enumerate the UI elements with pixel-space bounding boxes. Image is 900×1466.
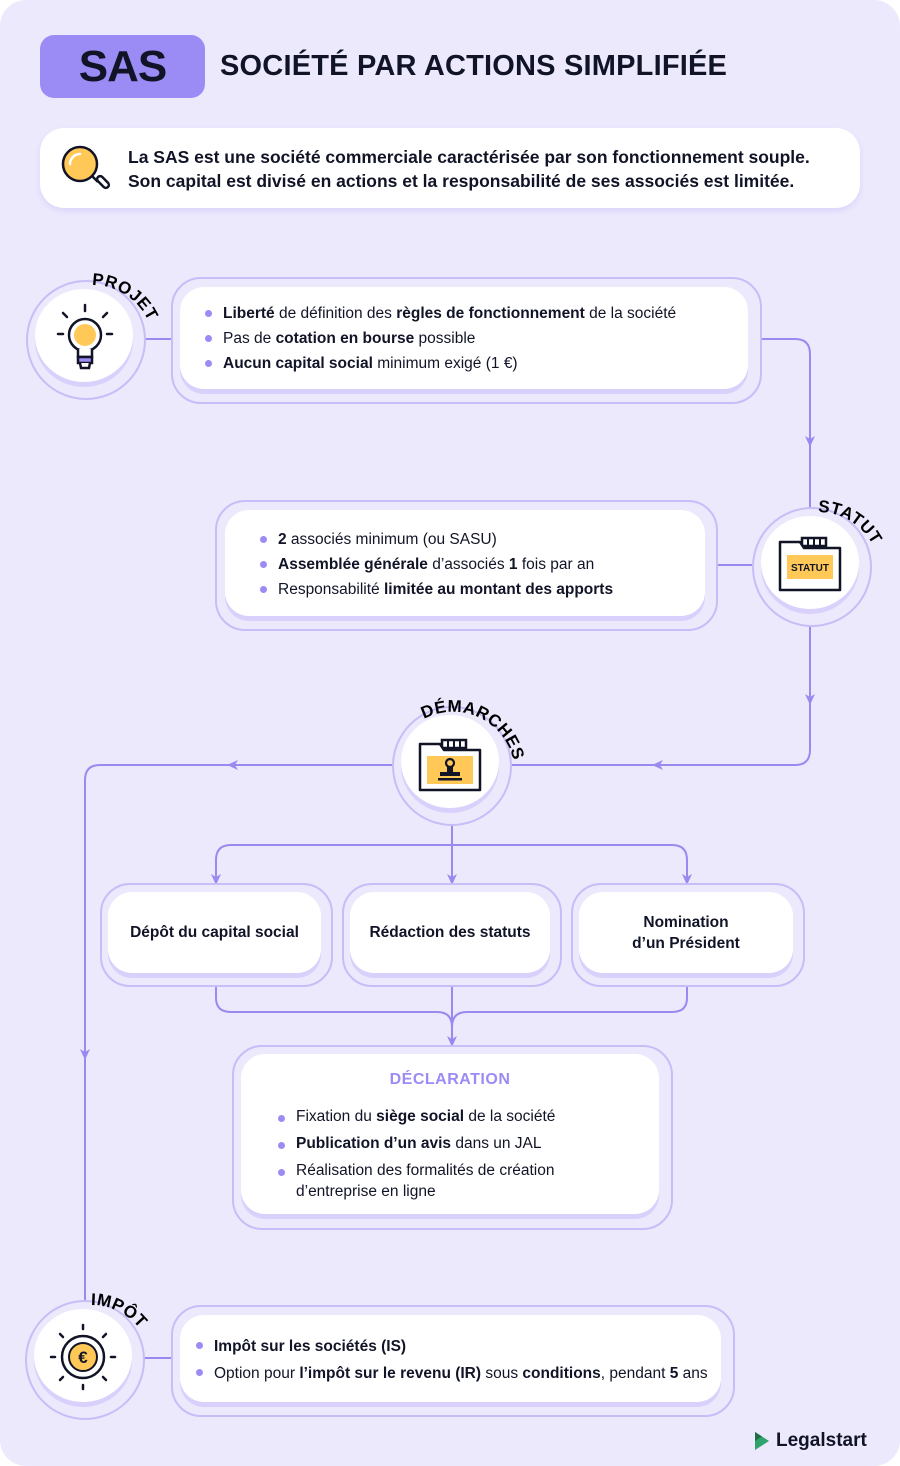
svg-text:€: € — [78, 1348, 88, 1367]
bold-segment: cotation en bourse — [275, 330, 415, 347]
bold-segment: l’impôt sur le revenu (IR) — [299, 1365, 482, 1382]
impot-label: IMPÔT — [91, 1290, 151, 1332]
bold-segment: limitée au montant des apports — [383, 581, 614, 598]
demarches-label-text: DÉMARCHES — [418, 697, 528, 762]
text-segment: minimum exigé (1 €) — [372, 355, 518, 372]
connector-left-to-impot — [80, 764, 232, 1060]
bold-segment: règles de fonctionnement — [396, 305, 585, 322]
list-item: Responsabilité limitée au montant des ap… — [258, 577, 613, 602]
text-segment: de la société — [464, 1108, 556, 1125]
intro-line-2: Son capital est divisé en actions et la … — [128, 171, 795, 191]
text-segment: Réalisation des formalités de création d… — [296, 1162, 555, 1200]
text-segment: de la société — [584, 305, 677, 322]
text-segment: Responsabilité — [278, 581, 384, 598]
text-segment: fois par an — [517, 556, 595, 573]
list-item: Option pour l’impôt sur le revenu (IR) s… — [194, 1360, 708, 1387]
intro-card — [40, 128, 860, 208]
declaration-box-inner — [241, 1054, 659, 1214]
lightbulb-icon — [56, 303, 114, 370]
connector-demarches-entry — [652, 700, 811, 770]
list-item: Impôt sur les sociétés (IS) — [194, 1333, 708, 1360]
bold-segment: 5 — [669, 1365, 679, 1382]
step-depot-label: Dépôt du capital social — [108, 892, 321, 973]
bold-segment: Aucun capital social — [223, 355, 373, 372]
bold-segment: Liberté — [223, 305, 275, 322]
list-item: Pas de cotation en bourse possible — [203, 326, 676, 351]
magnifier-icon — [61, 145, 111, 190]
list-item: Assemblée générale d’associés 1 fois par… — [258, 552, 613, 577]
text-segment: Option pour — [214, 1365, 300, 1382]
text-segment: d’associés — [427, 556, 509, 573]
projet-list: Liberté de définition des règles de fonc… — [203, 301, 676, 376]
list-item: 2 associés minimum (ou SASU) — [258, 527, 613, 552]
bold-segment: conditions — [522, 1365, 601, 1382]
step-redaction-label: Rédaction des statuts — [350, 892, 550, 973]
text-segment: Fixation du — [296, 1108, 377, 1125]
bold-segment: Publication d’un avis — [296, 1135, 452, 1152]
projet-box-inner — [180, 287, 748, 389]
intro-text: La SAS est une société commerciale carac… — [128, 145, 810, 193]
connector-nomination-to-declaration — [451, 985, 688, 1028]
connector-to-depot — [211, 844, 452, 885]
statut-box-inner — [225, 510, 705, 616]
connector-to-nomination — [452, 844, 692, 885]
stamp-folder-icon — [418, 738, 482, 792]
svg-text:PROJET: PROJET — [92, 270, 160, 324]
impot-list: Impôt sur les sociétés (IS) Option pour l… — [194, 1333, 708, 1387]
step-nomination-label: Nomination d’un Président — [579, 892, 793, 973]
demarches-label: DÉMARCHES — [418, 697, 528, 762]
svg-text:IMPÔT: IMPÔT — [91, 1290, 151, 1332]
statut-folder-icon: STATUT — [778, 536, 842, 592]
text-segment: Pas de — [223, 330, 276, 347]
legalstart-brand[interactable]: Legalstart — [752, 1430, 867, 1452]
bold-segment: 2 — [278, 531, 287, 548]
svg-text:DÉMARCHES: DÉMARCHES — [418, 697, 528, 762]
sas-badge: SAS — [40, 35, 205, 98]
text-segment: dans un JAL — [451, 1135, 542, 1152]
list-item: Aucun capital social minimum exigé (1 €) — [203, 351, 676, 376]
connector-depot-to-declaration — [215, 985, 457, 1047]
intro-line-1: La SAS est une société commerciale carac… — [128, 147, 810, 167]
text-segment: associés minimum (ou SASU) — [286, 531, 497, 548]
legalstart-logo-icon — [755, 1432, 769, 1450]
connector-projet-to-statut — [758, 338, 815, 447]
projet-label-text: PROJET — [92, 270, 160, 324]
text-segment: ans — [678, 1365, 708, 1382]
text-segment: possible — [414, 330, 476, 347]
bold-segment: 1 — [508, 556, 518, 573]
impot-box-inner — [180, 1315, 721, 1402]
text-segment: sous — [481, 1365, 523, 1382]
bold-segment: siège social — [376, 1108, 465, 1125]
declaration-title: DÉCLARATION — [389, 1071, 511, 1088]
impot-label-text: IMPÔT — [91, 1290, 151, 1332]
bold-segment: Assemblée générale — [278, 556, 428, 573]
list-item: Publication d’un avis dans un JAL — [276, 1133, 555, 1154]
svg-text:STATUT: STATUT — [818, 497, 886, 548]
projet-label: PROJET — [92, 270, 160, 324]
statut-label-text: STATUT — [818, 497, 886, 548]
statut-icon-text: STATUT — [791, 563, 829, 574]
list-item: Fixation du siège social de la société — [276, 1106, 555, 1127]
euro-coin-icon: € — [49, 1323, 117, 1391]
list-item: Réalisation des formalités de création d… — [276, 1160, 555, 1202]
statut-list: 2 associés minimum (ou SASU)Assemblée gé… — [258, 527, 613, 602]
brand-name: Legalstart — [776, 1430, 867, 1451]
text-segment: , pendant — [600, 1365, 670, 1382]
statut-label: STATUT — [818, 497, 886, 548]
text-segment: de définition des — [274, 305, 397, 322]
bold-segment: Impôt sur les sociétés (IS) — [214, 1338, 407, 1355]
page-title: SOCIÉTÉ PAR ACTIONS SIMPLIFIÉE — [220, 50, 728, 82]
list-item: Liberté de définition des règles de fonc… — [203, 301, 676, 326]
